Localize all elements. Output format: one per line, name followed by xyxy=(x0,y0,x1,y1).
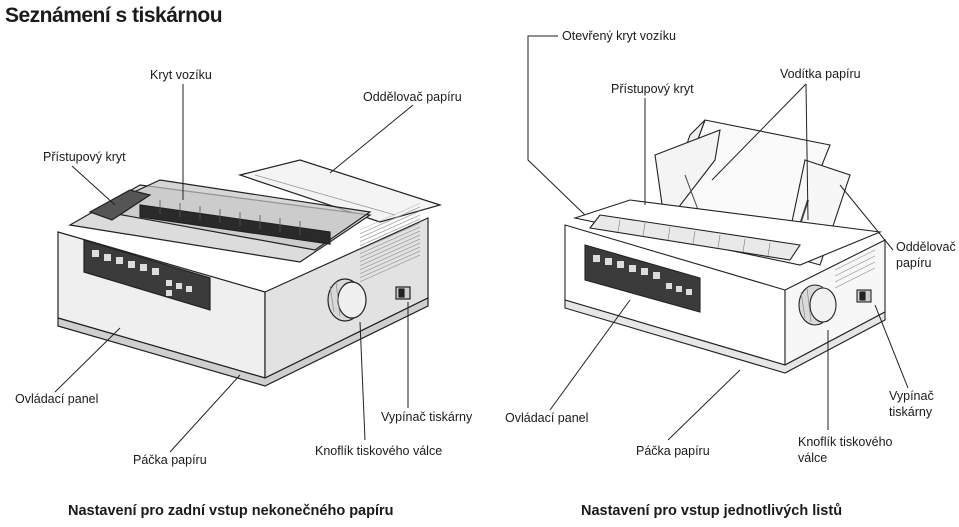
left-leader-lines xyxy=(54,84,414,453)
right-platen-knob xyxy=(798,284,837,326)
right-power-switch xyxy=(856,289,872,303)
label-paper-guides: Vodítka papíru xyxy=(780,67,861,81)
label-open-carriage-cover: Otevřený kryt vozíku xyxy=(562,29,676,43)
label-paper-separator-right-1: Oddělovač xyxy=(896,240,956,254)
label-paper-lever: Páčka papíru xyxy=(133,453,207,467)
left-power-switch xyxy=(395,286,411,300)
page-title: Seznámení s tiskárnou xyxy=(5,4,223,27)
label-platen-knob-right-1: Knoflík tiskového xyxy=(798,435,893,449)
label-access-cover-right: Přístupový kryt xyxy=(611,82,694,96)
right-printer xyxy=(564,119,886,374)
left-platen-knob xyxy=(327,278,367,322)
label-control-panel: Ovládací panel xyxy=(15,392,99,406)
label-paper-separator-right-2: papíru xyxy=(896,256,932,270)
caption-continuous-paper: Nastavení pro zadní vstup nekonečného pa… xyxy=(68,503,394,519)
right-leader-lines xyxy=(527,35,909,441)
label-control-panel-right: Ovládací panel xyxy=(505,411,589,425)
caption-single-sheet: Nastavení pro vstup jednotlivých listů xyxy=(581,503,843,519)
left-printer xyxy=(57,159,443,387)
label-power-switch-right-2: tiskárny xyxy=(889,405,933,419)
label-platen-knob: Knoflík tiskového válce xyxy=(315,444,443,458)
label-carriage-cover: Kryt vozíku xyxy=(150,68,212,82)
label-power-switch-right-1: Vypínač xyxy=(889,389,934,403)
right-paper-guide-left xyxy=(654,129,721,227)
label-platen-knob-right-2: válce xyxy=(798,451,828,465)
right-control-panel xyxy=(584,244,701,313)
label-access-cover: Přístupový kryt xyxy=(43,150,126,164)
left-control-panel xyxy=(83,239,211,311)
left-access-cover xyxy=(88,189,152,221)
label-paper-separator: Oddělovač papíru xyxy=(363,90,462,104)
label-paper-lever-right: Páčka papíru xyxy=(636,444,710,458)
label-power-switch: Vypínač tiskárny xyxy=(381,410,473,424)
